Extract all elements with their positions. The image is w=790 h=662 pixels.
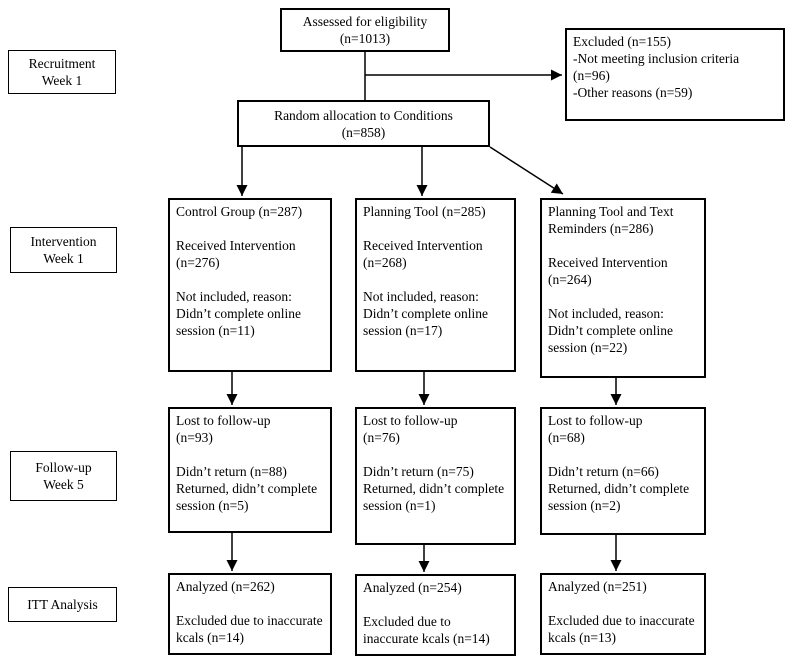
stage-label-followup: Follow-up Week 5 [10,451,117,501]
lost-count: (n=76) [363,430,400,445]
group-not-included: Not included, reason: Didn’t complete on… [176,289,301,338]
analysis-excluded: Excluded due to inaccurate kcals (n=14) [176,613,323,645]
lost-text: Lost to follow-up [548,413,643,428]
box-group-planning-tool: Planning Tool (n=285) Received Intervent… [355,198,516,372]
didnt-return: Didn’t return (n=88) [176,464,287,479]
box-followup-control: Lost to follow-up (n=93) Didn’t return (… [168,407,332,533]
box-random-allocation: Random allocation to Conditions (n=858) [237,100,490,147]
stage-label-itt-analysis: ITT Analysis [8,587,117,622]
group-received: Received Intervention (n=268) [363,238,483,270]
returned: Returned, didn’t complete session (n=1) [363,481,505,513]
assessed-count: (n=1013) [339,31,391,46]
group-not-included: Not included, reason: Didn’t complete on… [363,289,488,338]
stage-intervention-line1: Intervention [30,234,97,249]
analyzed-text: Analyzed (n=254) [363,580,462,595]
lost-text: Lost to follow-up [363,413,458,428]
group-name: Control Group (n=287) [176,204,303,219]
excluded-title: Excluded (n=155) [573,34,671,49]
box-assessed-eligibility: Assessed for eligibility (n=1013) [280,8,450,52]
stage-intervention-line2: Week 1 [43,251,84,266]
stage-recruitment-line1: Recruitment [28,56,96,71]
assessed-text: Assessed for eligibility [302,14,428,29]
didnt-return: Didn’t return (n=66) [548,464,659,479]
analyzed-text: Analyzed (n=251) [548,579,647,594]
stage-label-recruitment: Recruitment Week 1 [8,50,116,94]
excluded-reason-2: -Other reasons (n=59) [573,85,693,100]
stage-followup-line2: Week 5 [43,477,84,492]
group-name: Planning Tool and Text Reminders (n=286) [548,204,674,236]
stage-followup-line1: Follow-up [35,460,92,475]
analyzed-text: Analyzed (n=262) [176,579,275,594]
excluded-reason-1: -Not meeting inclusion criteria (n=96) [573,51,740,83]
box-excluded: Excluded (n=155) -Not meeting inclusion … [565,28,785,121]
stage-itt-line1: ITT Analysis [27,597,98,612]
stage-recruitment-line2: Week 1 [41,73,83,88]
box-group-planning-tool-text: Planning Tool and Text Reminders (n=286)… [540,198,706,378]
random-text: Random allocation to Conditions [274,107,453,123]
box-followup-planning-tool: Lost to follow-up (n=76) Didn’t return (… [355,407,516,545]
stage-label-intervention: Intervention Week 1 [10,227,117,273]
lost-count: (n=68) [548,430,585,445]
box-group-control: Control Group (n=287) Received Intervent… [168,198,332,372]
returned: Returned, didn’t complete session (n=5) [176,481,318,513]
lost-text: Lost to follow-up [176,413,271,428]
analysis-excluded: Excluded due to inaccurate kcals (n=14) [363,614,490,646]
box-analysis-control: Analyzed (n=262) Excluded due to inaccur… [168,573,332,655]
group-not-included: Not included, reason: Didn’t complete on… [548,306,673,355]
returned: Returned, didn’t complete session (n=2) [548,481,690,513]
random-count: (n=858) [341,124,386,140]
lost-count: (n=93) [176,430,213,445]
box-followup-planning-tool-text: Lost to follow-up (n=68) Didn’t return (… [540,407,706,535]
box-analysis-planning-tool-text: Analyzed (n=251) Excluded due to inaccur… [540,573,706,655]
group-received: Received Intervention (n=264) [548,255,668,287]
group-received: Received Intervention (n=276) [176,238,296,270]
group-name: Planning Tool (n=285) [363,204,486,219]
analysis-excluded: Excluded due to inaccurate kcals (n=13) [548,613,695,645]
didnt-return: Didn’t return (n=75) [363,464,474,479]
box-analysis-planning-tool: Analyzed (n=254) Excluded due to inaccur… [355,574,516,656]
